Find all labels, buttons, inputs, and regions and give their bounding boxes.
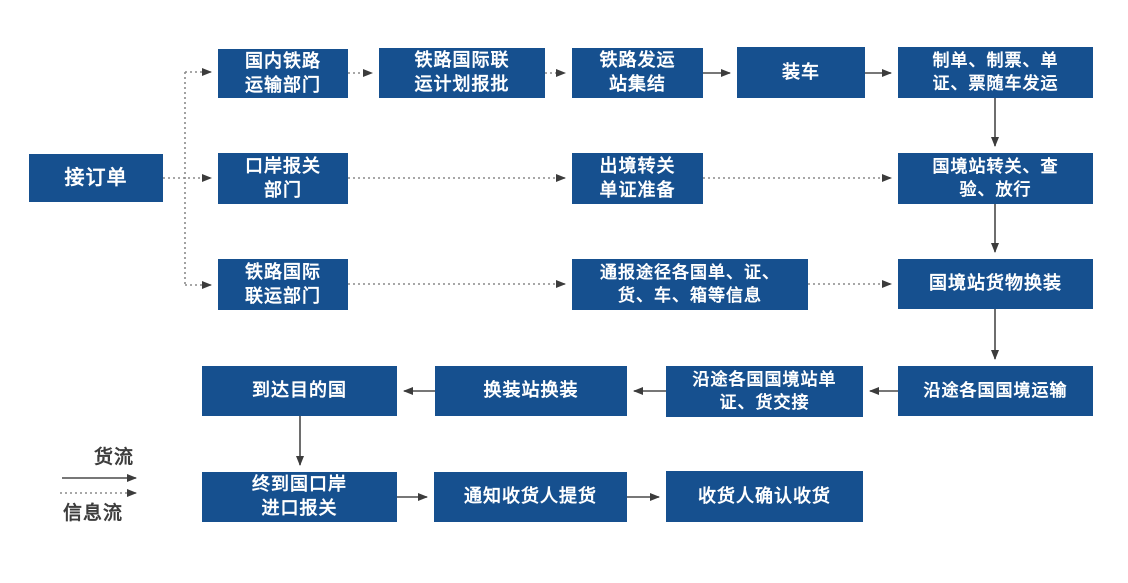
node-final-country-port-import-customs: 终到国口岸 进口报关 xyxy=(202,472,397,522)
node-port-customs-dept: 口岸报关 部门 xyxy=(218,153,348,204)
node-consignee-confirm-receipt: 收货人确认收货 xyxy=(666,471,863,522)
node-notify-consignee-pickup: 通知收货人提货 xyxy=(434,472,627,522)
node-notify-countries-info: 通报途径各国单、证、 货、车、箱等信息 xyxy=(572,259,808,310)
node-docs-tickets-dispatch: 制单、制票、单 证、票随车发运 xyxy=(898,47,1093,98)
node-intl-rail-plan-approval: 铁路国际联 运计划报批 xyxy=(379,48,545,98)
node-receive-order: 接订单 xyxy=(29,154,163,202)
node-intl-rail-through-transport-dept: 铁路国际 联运部门 xyxy=(218,259,348,310)
node-loading: 装车 xyxy=(737,47,865,98)
legend-info-flow-label: 信息流 xyxy=(63,503,124,524)
node-border-station-transit-inspection-release: 国境站转关、查 验、放行 xyxy=(898,153,1093,204)
node-border-station-cargo-transshipment: 国境站货物换装 xyxy=(898,259,1093,309)
node-arrive-destination-country: 到达目的国 xyxy=(202,366,397,416)
node-exit-transit-docs-prep: 出境转关 单证准备 xyxy=(572,153,703,204)
legend-goods-flow-label: 货流 xyxy=(93,447,134,468)
node-transshipment-station: 换装站换装 xyxy=(435,366,627,416)
node-transit-countries-border-transport: 沿途各国国境运输 xyxy=(898,366,1093,416)
node-departure-station-assembly: 铁路发运 站集结 xyxy=(572,48,703,98)
node-domestic-rail-transport-dept: 国内铁路 运输部门 xyxy=(218,49,348,98)
node-transit-border-stations-docs-cargo-handover: 沿途各国国境站单 证、货交接 xyxy=(666,366,863,417)
